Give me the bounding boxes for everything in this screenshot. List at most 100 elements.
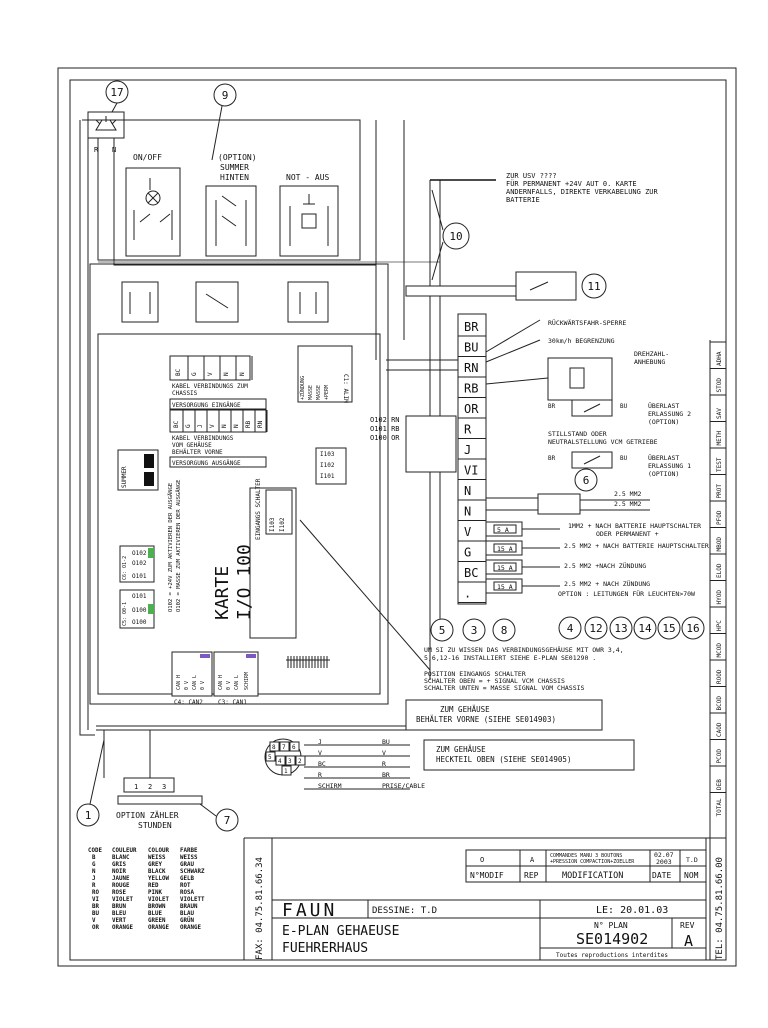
rev-o: O [480, 856, 484, 864]
ref-1: 1 [85, 809, 92, 822]
i-codes-box [315, 447, 347, 485]
note-um-2: 5,6,12-16 INSTALLIERT SIEHE E-PLAN SE012… [424, 654, 596, 662]
color-row-3-0: J [92, 876, 96, 882]
note-ueberlast2-2: ERLASSUNG 2 [648, 410, 691, 418]
color-row-5-0: RO [92, 890, 99, 896]
kabel-1b: CHASSIS [172, 390, 198, 397]
note-ueberlast1-3: (OPTION) [648, 470, 679, 478]
plug-right-4: PRISE/CABLE [382, 782, 425, 790]
note-fuse2: 2.5 MM2 + NACH BATTERIE HAUPTSCHALTER [564, 542, 709, 550]
plug-pin-0: 8 [272, 744, 276, 751]
color-row-4-3: ROT [180, 883, 191, 889]
color-row-0-1: BLANC [112, 855, 130, 861]
connector-c6: C6: O1-2 O102 O102 O101 [119, 545, 155, 583]
note-o102-masse: O102 = MASSE ZUM AKTIVIEREN DER AUSGÄNGE [175, 480, 182, 612]
bc-pin-2: V [207, 372, 214, 376]
note-fuse3: 2.5 MM2 +NACH ZÜNDUNG [564, 561, 646, 570]
note-fuse4: 2.5 MM2 + NACH ZÜNDUNG [564, 579, 650, 588]
sidebar-11: MCOD [716, 643, 723, 658]
row2-pin-2: J [197, 424, 204, 428]
connector-code-6: J [464, 443, 471, 457]
color-row-0-0: B [92, 855, 96, 861]
position-note-3: SCHALTER UNTEN = MASSE SIGNAL VOM CHASSI… [424, 684, 585, 692]
connector-code-9: N [464, 505, 471, 519]
ref-1-circle [76, 803, 100, 827]
row2-pin-3: V [209, 424, 216, 428]
io100-label: I/O 100 [234, 544, 255, 620]
counter-pin-0: 1 [134, 783, 138, 791]
o102-label: O102 RN [370, 416, 400, 424]
c3-label: C3: CAN1 [218, 699, 247, 706]
eingangs-schalter-label: EINGANGS SCHALTER [255, 478, 262, 540]
label-hinten: HINTEN [220, 173, 249, 182]
rights-note: Toutes reproductions interdites [556, 952, 668, 959]
c5-code-2: O100 [132, 607, 147, 614]
sidebar-10: HPC [716, 620, 723, 631]
i103: I103 [269, 517, 276, 532]
color-row-3-2: YELLOW [148, 876, 169, 882]
sidebar-15: PCOD [716, 749, 723, 764]
note-2-5mm-b: 2.5 MM2 [614, 500, 641, 508]
fuse-1: 15 A [497, 545, 513, 553]
plug-pin-2: 6 [292, 744, 296, 751]
sidebar-5: PROT [716, 484, 723, 499]
plug-row-2: BC [318, 760, 326, 768]
tel-number: TEL: 04.75.81.66.00 [715, 857, 725, 960]
connector-code-5: R [464, 423, 472, 437]
c1-pin-1: +ZÜNDUNG [299, 376, 306, 400]
label-option: (OPTION) [218, 153, 257, 162]
c4-can-h: CAN H [176, 675, 182, 690]
sidebar-1: STOD [716, 378, 723, 393]
color-row-9-2: GREEN [148, 918, 166, 924]
usv-note-4: BATTERIE [506, 196, 540, 204]
ref-11-circle [581, 273, 607, 299]
color-row-6-3: VIOLETT [180, 897, 205, 903]
plug-pin-3: 5 [268, 754, 272, 761]
title-block: FAX: 04.75.81.66.34 O A COMMANDES MANU 3… [243, 340, 726, 960]
color-row-2-3: SCHWARZ [180, 869, 205, 875]
sidebar-16: DEB [716, 779, 723, 790]
kabel-1a: KABEL VERBINDUNGS ZUM [172, 383, 248, 390]
ref-8: 8 [501, 624, 508, 637]
connector-code-13: . [464, 587, 471, 601]
c6-code-2: O102 [132, 560, 147, 567]
pin-header [286, 656, 330, 668]
rev-a: A [530, 856, 535, 864]
plug-right-3: BR [382, 771, 390, 779]
color-row-9-3: GRÜN [180, 917, 194, 924]
c6-code-1: O102 [132, 550, 147, 557]
color-row-3-1: JAUNE [112, 876, 130, 882]
ref-17: 17 [110, 86, 123, 99]
gehaeuse-heck-2: HECKTEIL OBEN (SIEHE SE014905) [436, 755, 571, 764]
c4-label: C4: CAN2 [174, 699, 203, 706]
c4-can-l: CAN L [192, 675, 198, 690]
color-row-7-0: BR [92, 904, 99, 910]
note-fuse1-2: ODER PERMANENT + [596, 530, 659, 538]
ref-7: 7 [224, 814, 231, 827]
kabel-2a: KABEL VERBINDUNGS [172, 435, 234, 442]
counter-label-2: STUNDEN [138, 821, 172, 830]
ref-10-circle [442, 222, 470, 250]
color-row-9-0: V [92, 918, 96, 924]
bu-label-2: BU [620, 455, 628, 462]
row2-pin-5: N [233, 424, 240, 428]
color-row-5-1: ROSE [112, 890, 126, 896]
note-option-leuchten: OPTION : LEITUNGEN FÜR LEUCHTEN>70W [558, 589, 695, 598]
bu-label-1: BU [620, 403, 628, 410]
color-row-1-3: GRAU [180, 862, 194, 868]
faun-logo: FAUN [282, 900, 337, 921]
color-row-8-1: BLEU [112, 911, 126, 917]
header-nmodif: N°MODIF [470, 871, 504, 880]
eingangs-schalter-frame [249, 487, 297, 639]
color-row-8-0: BU [92, 911, 99, 917]
connector-code-4: OR [464, 402, 479, 416]
color-row-4-0: R [92, 883, 96, 889]
c1-pin-3: MASSE [316, 385, 322, 400]
row2-pin-7: RN [257, 420, 264, 428]
br-label-1: BR [548, 403, 556, 410]
i101-right: I101 [320, 473, 335, 480]
bc-pin-4: N [239, 372, 246, 376]
connector-code-10: V [464, 525, 471, 539]
ref-9: 9 [222, 89, 229, 102]
